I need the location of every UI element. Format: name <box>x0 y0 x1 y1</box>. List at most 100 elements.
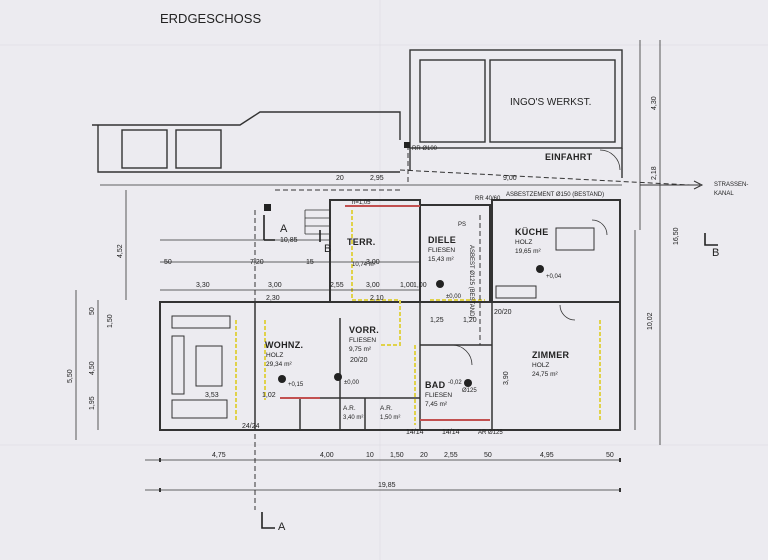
zimmer-material: HOLZ <box>532 362 549 369</box>
section-a-top: A <box>280 223 288 235</box>
dim-bottom-total: 19,85 <box>378 482 396 489</box>
dim-bottom-50a: 50 <box>484 452 492 459</box>
bad-area: 7,45 m² <box>425 401 448 408</box>
dim-top-15: 15 <box>306 259 314 266</box>
bad-material: FLIESEN <box>425 392 452 399</box>
section-a-bottom: A <box>278 521 286 533</box>
pipe-lines <box>254 145 691 510</box>
sewer-arrow <box>640 180 704 190</box>
ar2-area: 1,50 m² <box>380 415 400 421</box>
section-b-left: B <box>324 243 331 255</box>
dim-top-300a: 3,00 <box>268 282 282 289</box>
dim-top-100a: 1,00 <box>400 282 414 289</box>
diele-label: DIELE <box>428 235 456 245</box>
dim-bottom-50b: 50 <box>606 452 614 459</box>
dim-top-125: 1,25 <box>430 317 444 324</box>
zimmer-area: 24,75 m² <box>532 371 558 378</box>
dim-left-452: 4,52 <box>117 244 124 258</box>
wohnz-label: WOHNZ. <box>265 340 303 350</box>
diele-area: 15,43 m² <box>428 256 454 263</box>
dim-bottom-400: 4,00 <box>320 452 334 459</box>
kitchen-furniture <box>495 227 595 299</box>
dim-bottom-10: 10 <box>366 452 374 459</box>
ps-label: PS <box>458 222 466 228</box>
asbest-vertical-label: ASBEST Ø125 (BESTAND) <box>468 245 474 318</box>
section-markers <box>261 215 718 529</box>
dim-top-210: 2,10 <box>370 295 384 302</box>
wohnz-area: 29,34 m² <box>266 361 292 368</box>
dim-top-230: 2,30 <box>266 295 280 302</box>
dim-right-1650: 16,50 <box>673 227 680 245</box>
dim-left-150: 1,50 <box>107 314 114 328</box>
dim-top-720: 7,20 <box>250 259 264 266</box>
rr100-label: RR Ø100 <box>412 146 438 152</box>
dim-left-50: 50 <box>89 307 96 315</box>
dim-right-218: 2,18 <box>651 166 658 180</box>
dim-wall-1414b: 14/14 <box>442 429 460 436</box>
dim-zimmer-390: 3,90 <box>503 371 510 385</box>
dim-top-255: 2,55 <box>330 282 344 289</box>
dim-bottom-495: 4,95 <box>540 452 554 459</box>
terrace-label: TERR. <box>347 237 376 247</box>
ar125-label: AR Ø125 <box>478 430 503 436</box>
bad-pipe: Ø125 <box>462 388 477 394</box>
dim-top-1085: 10,85 <box>280 237 298 244</box>
level-kueche: +0,04 <box>546 274 562 280</box>
living-furniture <box>171 315 231 419</box>
door-swings <box>451 149 621 366</box>
level-wohnz: +0,15 <box>288 382 304 388</box>
drain-markers <box>264 142 544 387</box>
section-b-right: B <box>712 247 719 259</box>
zimmer-label: ZIMMER <box>532 350 569 360</box>
dim-right-1002: 10,02 <box>647 312 654 330</box>
dim-wall-2020b: 20/20 <box>350 357 368 364</box>
dim-wall-2424: 24/24 <box>242 423 260 430</box>
dim-right-430: 4,30 <box>651 96 658 110</box>
workshop-building <box>409 49 623 178</box>
red-markings <box>280 205 490 421</box>
dim-wohnz-102: 1,02 <box>262 392 276 399</box>
kueche-area: 19,65 m² <box>515 248 541 255</box>
dim-top-330: 3,30 <box>196 282 210 289</box>
height-label: h=1,05 <box>352 200 371 206</box>
dim-bottom-255: 2,55 <box>444 452 458 459</box>
dim-top-300b: 3,00 <box>366 259 380 266</box>
vorr-label: VORR. <box>349 325 379 335</box>
dim-top-120: 1,20 <box>463 317 477 324</box>
dim-top-20: 20 <box>336 175 344 182</box>
dim-left-353: 3,53 <box>205 392 219 399</box>
dim-left-550: 5,50 <box>67 369 74 383</box>
garden-walls <box>92 111 401 173</box>
dimension-lines <box>75 40 661 491</box>
dim-left-195: 1,95 <box>89 396 96 410</box>
ar2-label: A.R. <box>380 405 393 412</box>
bad-label: BAD <box>425 380 446 390</box>
dimension-ticks <box>159 458 621 492</box>
yellow-markings <box>235 210 601 425</box>
kueche-material: HOLZ <box>515 239 532 246</box>
dim-top-100b: 1,00 <box>413 282 427 289</box>
dim-bottom-150: 1,50 <box>390 452 404 459</box>
diele-material: FLIESEN <box>428 247 455 254</box>
ar1-area: 3,40 m² <box>343 415 363 421</box>
dim-top-300c: 3,00 <box>366 282 380 289</box>
vorr-area: 9,75 m² <box>349 346 372 353</box>
dim-top-50: 50 <box>164 259 172 266</box>
rr4060-label: RR 40/60 <box>475 196 501 202</box>
kueche-label: KÜCHE <box>515 227 549 237</box>
workshop-label: INGO'S WERKST. <box>510 97 591 108</box>
house-outer-walls <box>159 199 621 431</box>
dim-bottom-475: 4,75 <box>212 452 226 459</box>
wohnz-material: HOLZ <box>266 352 283 359</box>
dim-wall-2020a: 20/20 <box>494 309 512 316</box>
level-bad: -0,02 <box>448 380 462 386</box>
level-vorr: ±0,00 <box>344 380 360 386</box>
plan-title: ERDGESCHOSS <box>160 11 261 26</box>
dim-top-295: 2,95 <box>370 175 384 182</box>
terrace-area: 10,74 m² <box>352 262 376 268</box>
dim-left-450: 4,50 <box>89 361 96 375</box>
strassenkanal-label-1: STRASSEN- <box>714 182 748 188</box>
